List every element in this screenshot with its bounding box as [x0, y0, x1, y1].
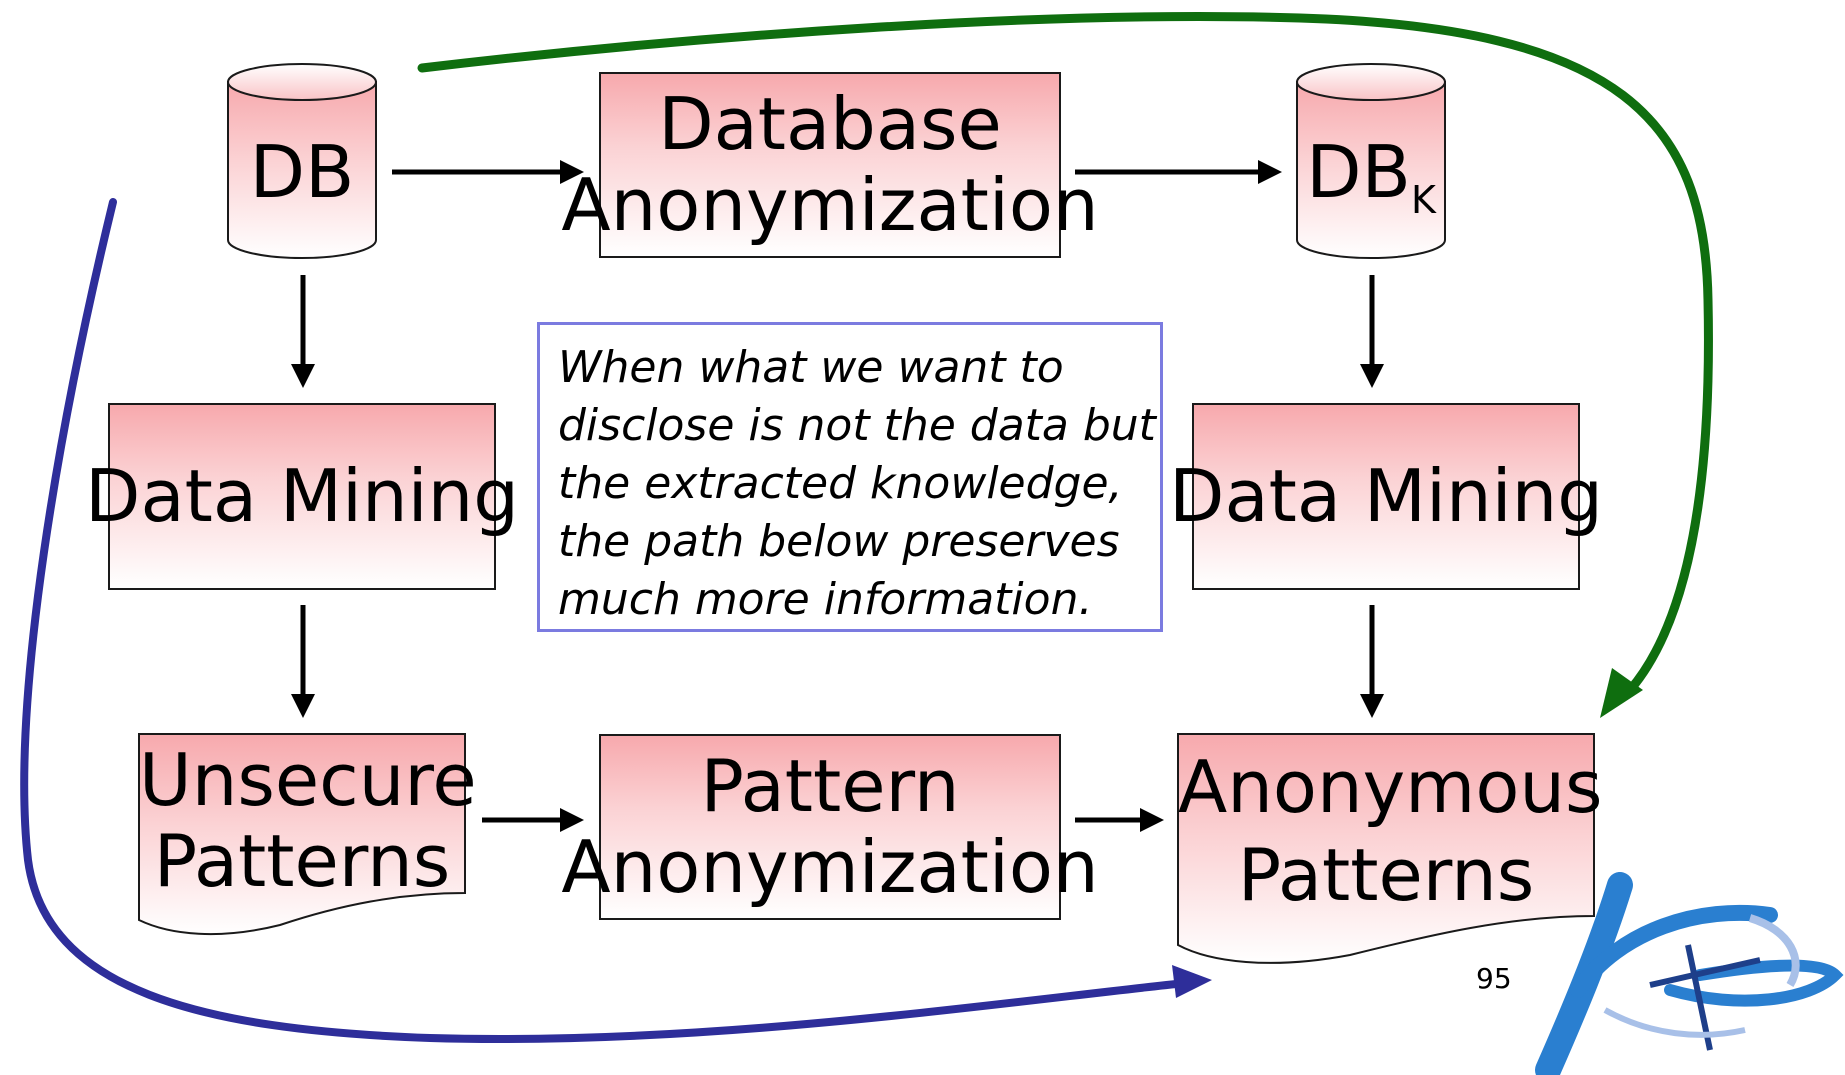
blue-path-curve [20, 198, 1189, 1043]
pattern-anonymization-line1: Pattern [700, 744, 960, 829]
blue-arrowhead [1172, 965, 1212, 998]
db-k-label: DB [1306, 130, 1411, 214]
data-mining-right-box: Data Mining [1169, 403, 1603, 590]
unsecure-patterns-shape [138, 733, 466, 936]
pattern-anonymization-box: Pattern Anonymization [561, 734, 1099, 920]
note-line: the path below preserves [558, 516, 1120, 567]
note-line: disclose is not the data but [558, 400, 1156, 451]
database-anonymization-box: Database Anonymization [561, 72, 1099, 258]
unsecure-patterns-line2: Patterns [153, 818, 451, 903]
data-mining-left-label: Data Mining [85, 454, 519, 539]
data-mining-left-box: Data Mining [85, 403, 519, 590]
note-line: much more information. [558, 574, 1093, 625]
database-anonymization-line1: Database [658, 82, 1002, 167]
db-k-subscript: K [1410, 178, 1436, 222]
green-arrowhead [1600, 668, 1643, 718]
pattern-anonymization-line2: Anonymization [561, 825, 1099, 909]
anonymous-patterns-line1: Anonymous [1178, 745, 1603, 829]
explanation-note: When what we want to disclose is not the… [537, 322, 1163, 632]
flow-arrows [291, 160, 1384, 832]
kdd-lab-logo [1535, 872, 1844, 1075]
db-k-node: DBK [1297, 130, 1445, 222]
unsecure-patterns-line1: Unsecure [139, 738, 477, 822]
anonymous-patterns-node: Anonymous Patterns [1178, 744, 1603, 920]
db-cylinder [227, 63, 377, 259]
db-source-label: DB [249, 130, 355, 214]
dbk-cylinder [1296, 63, 1446, 259]
anonymous-patterns-line2: Patterns [1237, 832, 1535, 917]
db-source-node: DB [228, 130, 376, 214]
note-line: the extracted knowledge, [558, 458, 1123, 509]
green-path-curve [417, 12, 1713, 695]
page-number: 95 [1476, 962, 1512, 995]
database-anonymization-line2: Anonymization [561, 163, 1099, 247]
unsecure-patterns-node: Unsecure Patterns [139, 738, 477, 903]
data-mining-right-label: Data Mining [1169, 454, 1603, 539]
note-line: When what we want to [558, 342, 1064, 393]
anonymous-patterns-shape [1177, 733, 1595, 964]
